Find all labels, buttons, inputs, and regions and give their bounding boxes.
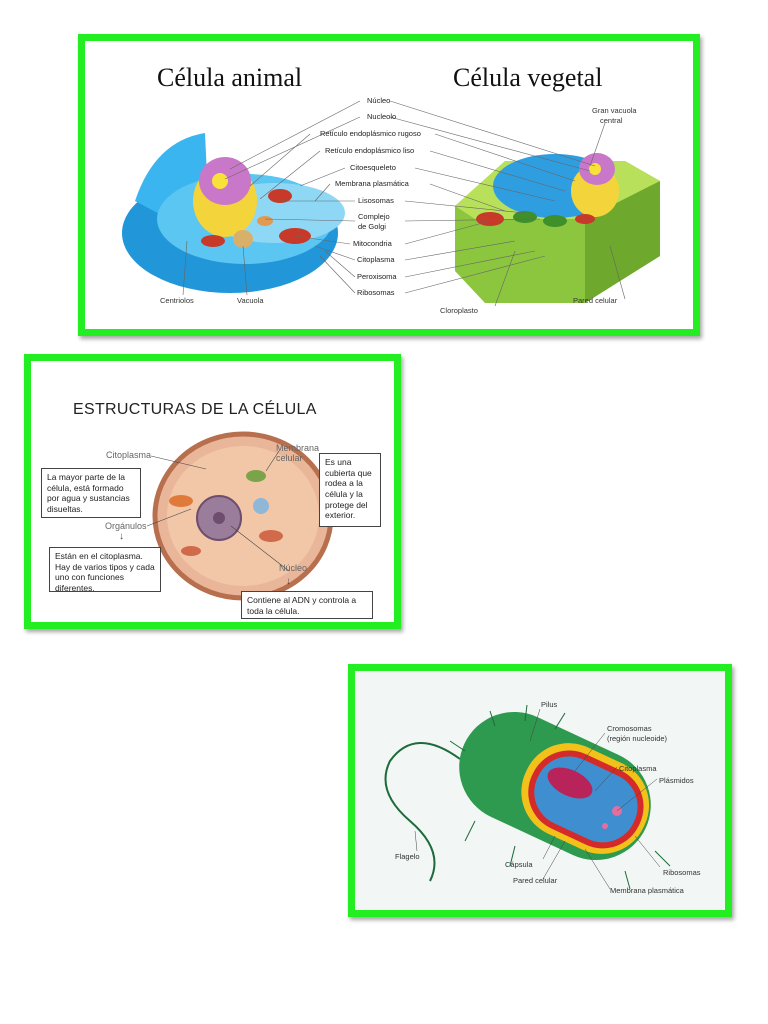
bacterium-body bbox=[459, 711, 651, 861]
pili bbox=[449, 704, 671, 890]
label-flagelo: Flagelo bbox=[395, 852, 420, 861]
label-pilus: Pilus bbox=[541, 700, 558, 709]
vegetal-cell-drawing bbox=[455, 153, 660, 303]
panel-title: ESTRUCTURAS DE LA CÉLULA bbox=[73, 401, 317, 418]
citoplasma-info-box: La mayor parte de la célula, está formad… bbox=[41, 468, 141, 518]
label-golgi: de Golgi bbox=[358, 222, 386, 231]
label-peroxisoma: Peroxisoma bbox=[357, 272, 397, 281]
label-leader-lines bbox=[182, 100, 626, 307]
nucleo-info-box: Contiene al ADN y controla a toda la cél… bbox=[241, 591, 373, 619]
arrow-down-icon: ↓ bbox=[119, 531, 124, 542]
label-membrana: Membrana plasmática bbox=[335, 179, 410, 188]
label-gran-vacuola: Gran vacuola bbox=[592, 106, 637, 115]
label-capsula: Cápsula bbox=[505, 860, 533, 869]
label-ribosomas: Ribosomas bbox=[357, 288, 395, 297]
label-plasmidos: Plásmidos bbox=[659, 776, 694, 785]
bacterial-cell-panel: Pilus Cromosomas (región nucleoide) Cito… bbox=[348, 664, 732, 917]
animal-vegetal-diagram: Célula animal Célula vegetal bbox=[122, 63, 660, 315]
label-nucleo: Núcleo bbox=[279, 563, 308, 573]
label-citoesqueleto: Citoesqueleto bbox=[350, 163, 396, 172]
label-pared-celular: Pared celular bbox=[513, 876, 558, 885]
label-lisosomas: Lisosomas bbox=[358, 196, 394, 205]
cell-structures-panel: ESTRUCTURAS DE LA CÉLULA Citoplasma Memb… bbox=[24, 354, 401, 629]
label-membrana: Membrana bbox=[276, 443, 320, 453]
label-membrana-celular: celular bbox=[276, 453, 303, 463]
cell-cross-section bbox=[146, 431, 334, 601]
label-citoplasma: Citoplasma bbox=[106, 450, 152, 460]
arrow-down-icon: ↓ bbox=[286, 576, 291, 587]
label-leader-lines bbox=[414, 708, 661, 890]
animal-cell-drawing bbox=[122, 133, 345, 293]
label-vacuola: Vacuola bbox=[237, 296, 264, 305]
label-central: central bbox=[600, 116, 623, 125]
label-region-nucleoide: (región nucleoide) bbox=[607, 734, 668, 743]
label-cromosomas: Cromosomas bbox=[607, 724, 652, 733]
label-citoplasma: Citoplasma bbox=[619, 764, 657, 773]
label-nucleo: Núcleo bbox=[367, 96, 390, 105]
label-mitocondria: Mitocondria bbox=[353, 239, 393, 248]
center-labels: Núcleo Nucleolo Retículo endoplásmico ru… bbox=[320, 96, 421, 297]
label-centriolos: Centriolos bbox=[160, 296, 194, 305]
organulos-info-box: Están en el citoplasma. Hay de varios ti… bbox=[49, 547, 161, 593]
label-rer: Retículo endoplásmico rugoso bbox=[320, 129, 421, 138]
vegetal-cell-title: Célula vegetal bbox=[453, 63, 602, 92]
flagellum bbox=[384, 742, 461, 882]
animal-vegetal-cell-panel: Célula animal Célula vegetal bbox=[78, 34, 700, 336]
label-membrana-plasmatica: Membrana plasmática bbox=[610, 886, 685, 895]
label-citoplasma: Citoplasma bbox=[357, 255, 395, 264]
label-complejo: Complejo bbox=[358, 212, 390, 221]
label-ribosomas: Ribosomas bbox=[663, 868, 701, 877]
membrana-info-box: Es una cubierta que rodea a la célula y … bbox=[319, 453, 381, 527]
label-rel: Retículo endoplásmico liso bbox=[325, 146, 414, 155]
label-cloroplasto: Cloroplasto bbox=[440, 306, 478, 315]
label-organulos: Orgánulos bbox=[105, 521, 147, 531]
animal-cell-title: Célula animal bbox=[157, 63, 302, 92]
bacterium-diagram: Pilus Cromosomas (región nucleoide) Cito… bbox=[384, 700, 701, 895]
label-pared-celular: Pared celular bbox=[573, 296, 618, 305]
label-nucleolo: Nucleolo bbox=[367, 112, 396, 121]
